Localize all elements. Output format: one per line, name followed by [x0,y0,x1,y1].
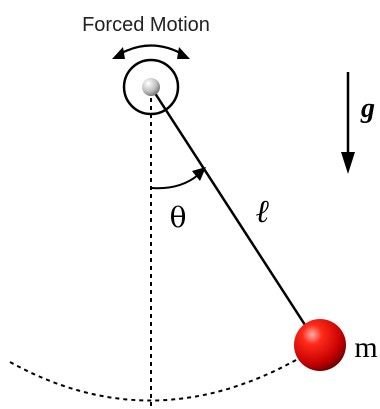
diagram-title: Forced Motion [82,14,210,36]
forced-motion-arrow-icon [112,44,190,59]
pivot-ball [142,78,160,96]
gravity-arrow-icon [341,72,355,174]
gravity-label: g [360,93,375,124]
mass-label: m [354,331,377,364]
pendulum-rod [149,86,320,346]
swing-path-arc [9,359,297,402]
angle-arrow-icon [150,167,206,190]
length-label: ℓ [255,193,269,229]
angle-label: θ [170,201,187,234]
pendulum-bob [294,319,346,371]
